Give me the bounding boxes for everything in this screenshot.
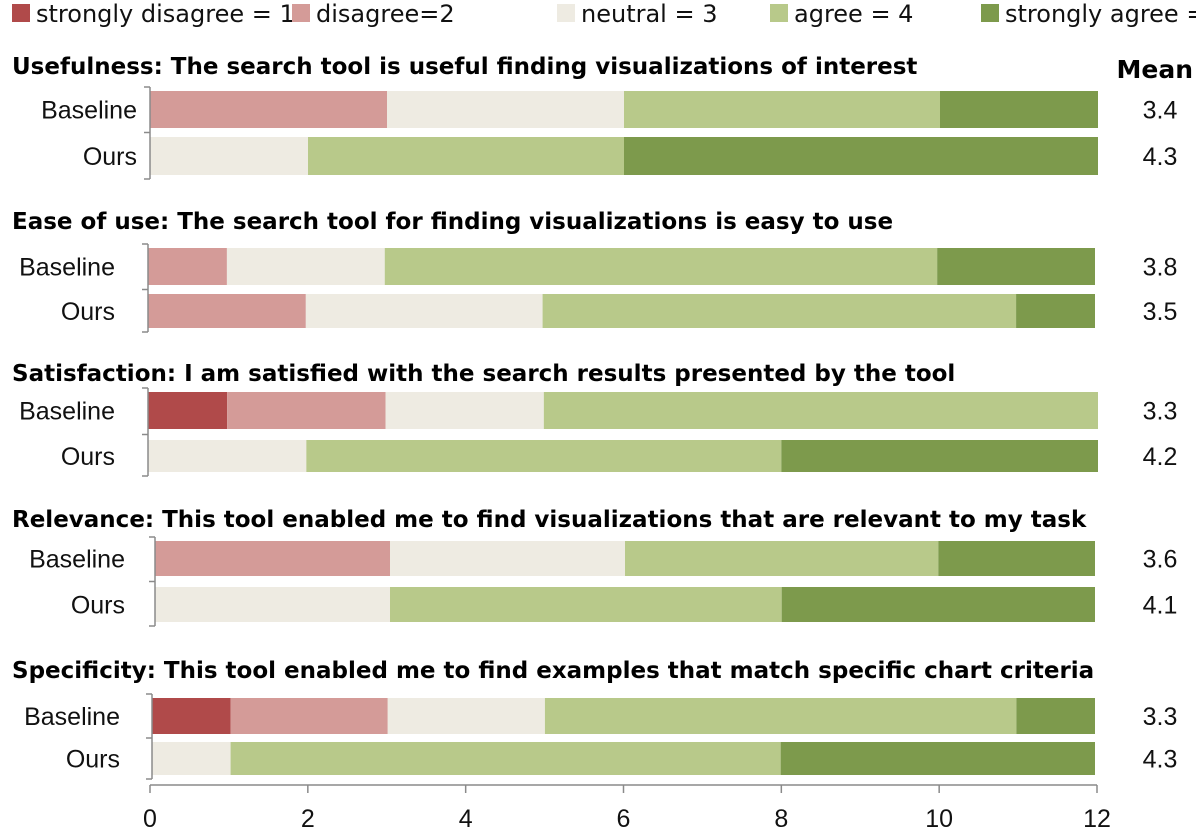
row-ours: Ours 4.2 xyxy=(61,440,1178,472)
row-baseline: Baseline 3.4 xyxy=(41,91,1177,128)
legend-swatch-strongly-disagree-1 xyxy=(12,4,30,22)
mean-value: 3.3 xyxy=(1143,703,1178,731)
bar-segment-strongly-agree-5 xyxy=(781,440,1098,472)
bar-segment-disagree-2 xyxy=(230,698,388,734)
row-ours: Ours 4.1 xyxy=(71,587,1178,622)
mean-value: 3.3 xyxy=(1143,398,1178,426)
group-3: Satisfaction: I am satisfied with the se… xyxy=(12,361,1178,477)
x-tick-label: 4 xyxy=(459,805,473,833)
bar-segment-agree-4 xyxy=(543,392,1098,429)
x-tick-label: 12 xyxy=(1083,805,1111,833)
mean-value: 4.2 xyxy=(1143,443,1178,471)
bar-segment-strongly-agree-5 xyxy=(1016,294,1095,328)
bar-segment-agree-4 xyxy=(308,137,624,175)
row-label: Baseline xyxy=(19,398,115,426)
bar-segment-neutral-3 xyxy=(155,587,390,622)
row-baseline: Baseline 3.3 xyxy=(24,698,1177,734)
bar-segment-agree-4 xyxy=(230,742,781,775)
bar-segment-strongly-disagree-1 xyxy=(152,698,231,734)
bar-segment-neutral-3 xyxy=(148,440,307,472)
bar-segment-disagree-2 xyxy=(150,91,387,128)
bar-segment-strongly-disagree-1 xyxy=(148,392,228,429)
bar-segment-strongly-agree-5 xyxy=(937,248,1095,285)
bar-segment-strongly-agree-5 xyxy=(938,541,1095,576)
row-baseline: Baseline 3.3 xyxy=(19,392,1177,429)
group-title: Usefulness: The search tool is useful fi… xyxy=(12,54,917,80)
legend-swatch-agree-4 xyxy=(770,4,788,22)
row-label: Baseline xyxy=(29,546,125,574)
x-axis: 0 2 4 6 8 10 12 xyxy=(143,784,1111,833)
legend-label-disagree-2: disagree=2 xyxy=(316,0,455,28)
legend-label-strongly-agree-5: strongly agree = 5 xyxy=(1005,0,1196,28)
row-label: Baseline xyxy=(19,254,115,282)
bar-segment-agree-4 xyxy=(625,541,939,576)
legend-swatch-disagree-2 xyxy=(292,4,310,22)
bar-segment-strongly-agree-5 xyxy=(781,587,1095,622)
bar-segment-disagree-2 xyxy=(227,392,386,429)
mean-value: 3.6 xyxy=(1143,546,1178,574)
group-title: Relevance: This tool enabled me to find … xyxy=(12,507,1087,533)
row-ours: Ours 3.5 xyxy=(61,294,1178,328)
group-title: Specificity: This tool enabled me to fin… xyxy=(12,658,1094,684)
row-label: Baseline xyxy=(41,97,137,125)
bar-segment-neutral-3 xyxy=(152,742,231,775)
row-label: Ours xyxy=(71,592,125,620)
row-label: Ours xyxy=(66,746,120,774)
mean-value: 4.3 xyxy=(1143,746,1178,774)
mean-value: 3.5 xyxy=(1143,298,1178,326)
chart-groups: Usefulness: The search tool is useful fi… xyxy=(12,54,1178,780)
group-4: Relevance: This tool enabled me to find … xyxy=(12,507,1178,627)
bar-segment-agree-4 xyxy=(624,91,940,128)
group-5: Specificity: This tool enabled me to fin… xyxy=(12,658,1178,780)
bar-segment-agree-4 xyxy=(542,294,1017,328)
bar-segment-neutral-3 xyxy=(150,137,308,175)
x-tick-label: 6 xyxy=(617,805,631,833)
row-baseline: Baseline 3.8 xyxy=(19,248,1177,285)
bar-segment-disagree-2 xyxy=(148,294,306,328)
bar-segment-agree-4 xyxy=(306,440,782,472)
bar-segment-disagree-2 xyxy=(148,248,227,285)
bar-segment-agree-4 xyxy=(384,248,938,285)
bar-segment-neutral-3 xyxy=(390,541,625,576)
mean-header: Mean xyxy=(1116,55,1193,84)
group-title: Satisfaction: I am satisfied with the se… xyxy=(12,361,955,387)
legend-swatch-neutral-3 xyxy=(557,4,575,22)
group-2: Ease of use: The search tool for finding… xyxy=(12,209,1178,333)
bar-segment-neutral-3 xyxy=(305,294,543,328)
row-ours: Ours 4.3 xyxy=(66,742,1178,775)
legend-label-neutral-3: neutral = 3 xyxy=(581,0,717,28)
mean-value: 3.4 xyxy=(1143,97,1178,125)
bar-segment-strongly-agree-5 xyxy=(624,137,1098,175)
bar-segment-neutral-3 xyxy=(387,698,545,734)
bar-segment-neutral-3 xyxy=(226,248,385,285)
mean-value: 3.8 xyxy=(1143,254,1178,282)
mean-value: 4.1 xyxy=(1143,592,1178,620)
bar-segment-agree-4 xyxy=(390,587,782,622)
bar-segment-disagree-2 xyxy=(155,541,390,576)
bar-segment-neutral-3 xyxy=(387,91,624,128)
group-title: Ease of use: The search tool for finding… xyxy=(12,209,893,235)
x-tick-label: 10 xyxy=(925,805,953,833)
row-label: Ours xyxy=(83,143,137,171)
row-ours: Ours 4.3 xyxy=(83,137,1178,175)
bar-segment-strongly-agree-5 xyxy=(780,742,1095,775)
legend-swatch-strongly-agree-5 xyxy=(981,4,999,22)
legend-label-agree-4: agree = 4 xyxy=(794,0,913,28)
bar-segment-strongly-agree-5 xyxy=(1016,698,1095,734)
row-baseline: Baseline 3.6 xyxy=(29,541,1177,576)
x-tick-label: 8 xyxy=(774,805,788,833)
bar-segment-neutral-3 xyxy=(385,392,544,429)
row-label: Ours xyxy=(61,443,115,471)
bar-segment-agree-4 xyxy=(544,698,1017,734)
x-tick-label: 0 xyxy=(143,805,157,833)
legend: strongly disagree = 1 disagree=2 neutral =… xyxy=(12,0,1196,28)
group-1: Usefulness: The search tool is useful fi… xyxy=(12,54,1178,180)
legend-label-strongly-disagree-1: strongly disagree = 1 xyxy=(36,0,295,28)
mean-value: 4.3 xyxy=(1143,143,1178,171)
row-label: Baseline xyxy=(24,703,120,731)
row-label: Ours xyxy=(61,298,115,326)
bar-segment-strongly-agree-5 xyxy=(940,91,1098,128)
x-tick-label: 2 xyxy=(301,805,315,833)
